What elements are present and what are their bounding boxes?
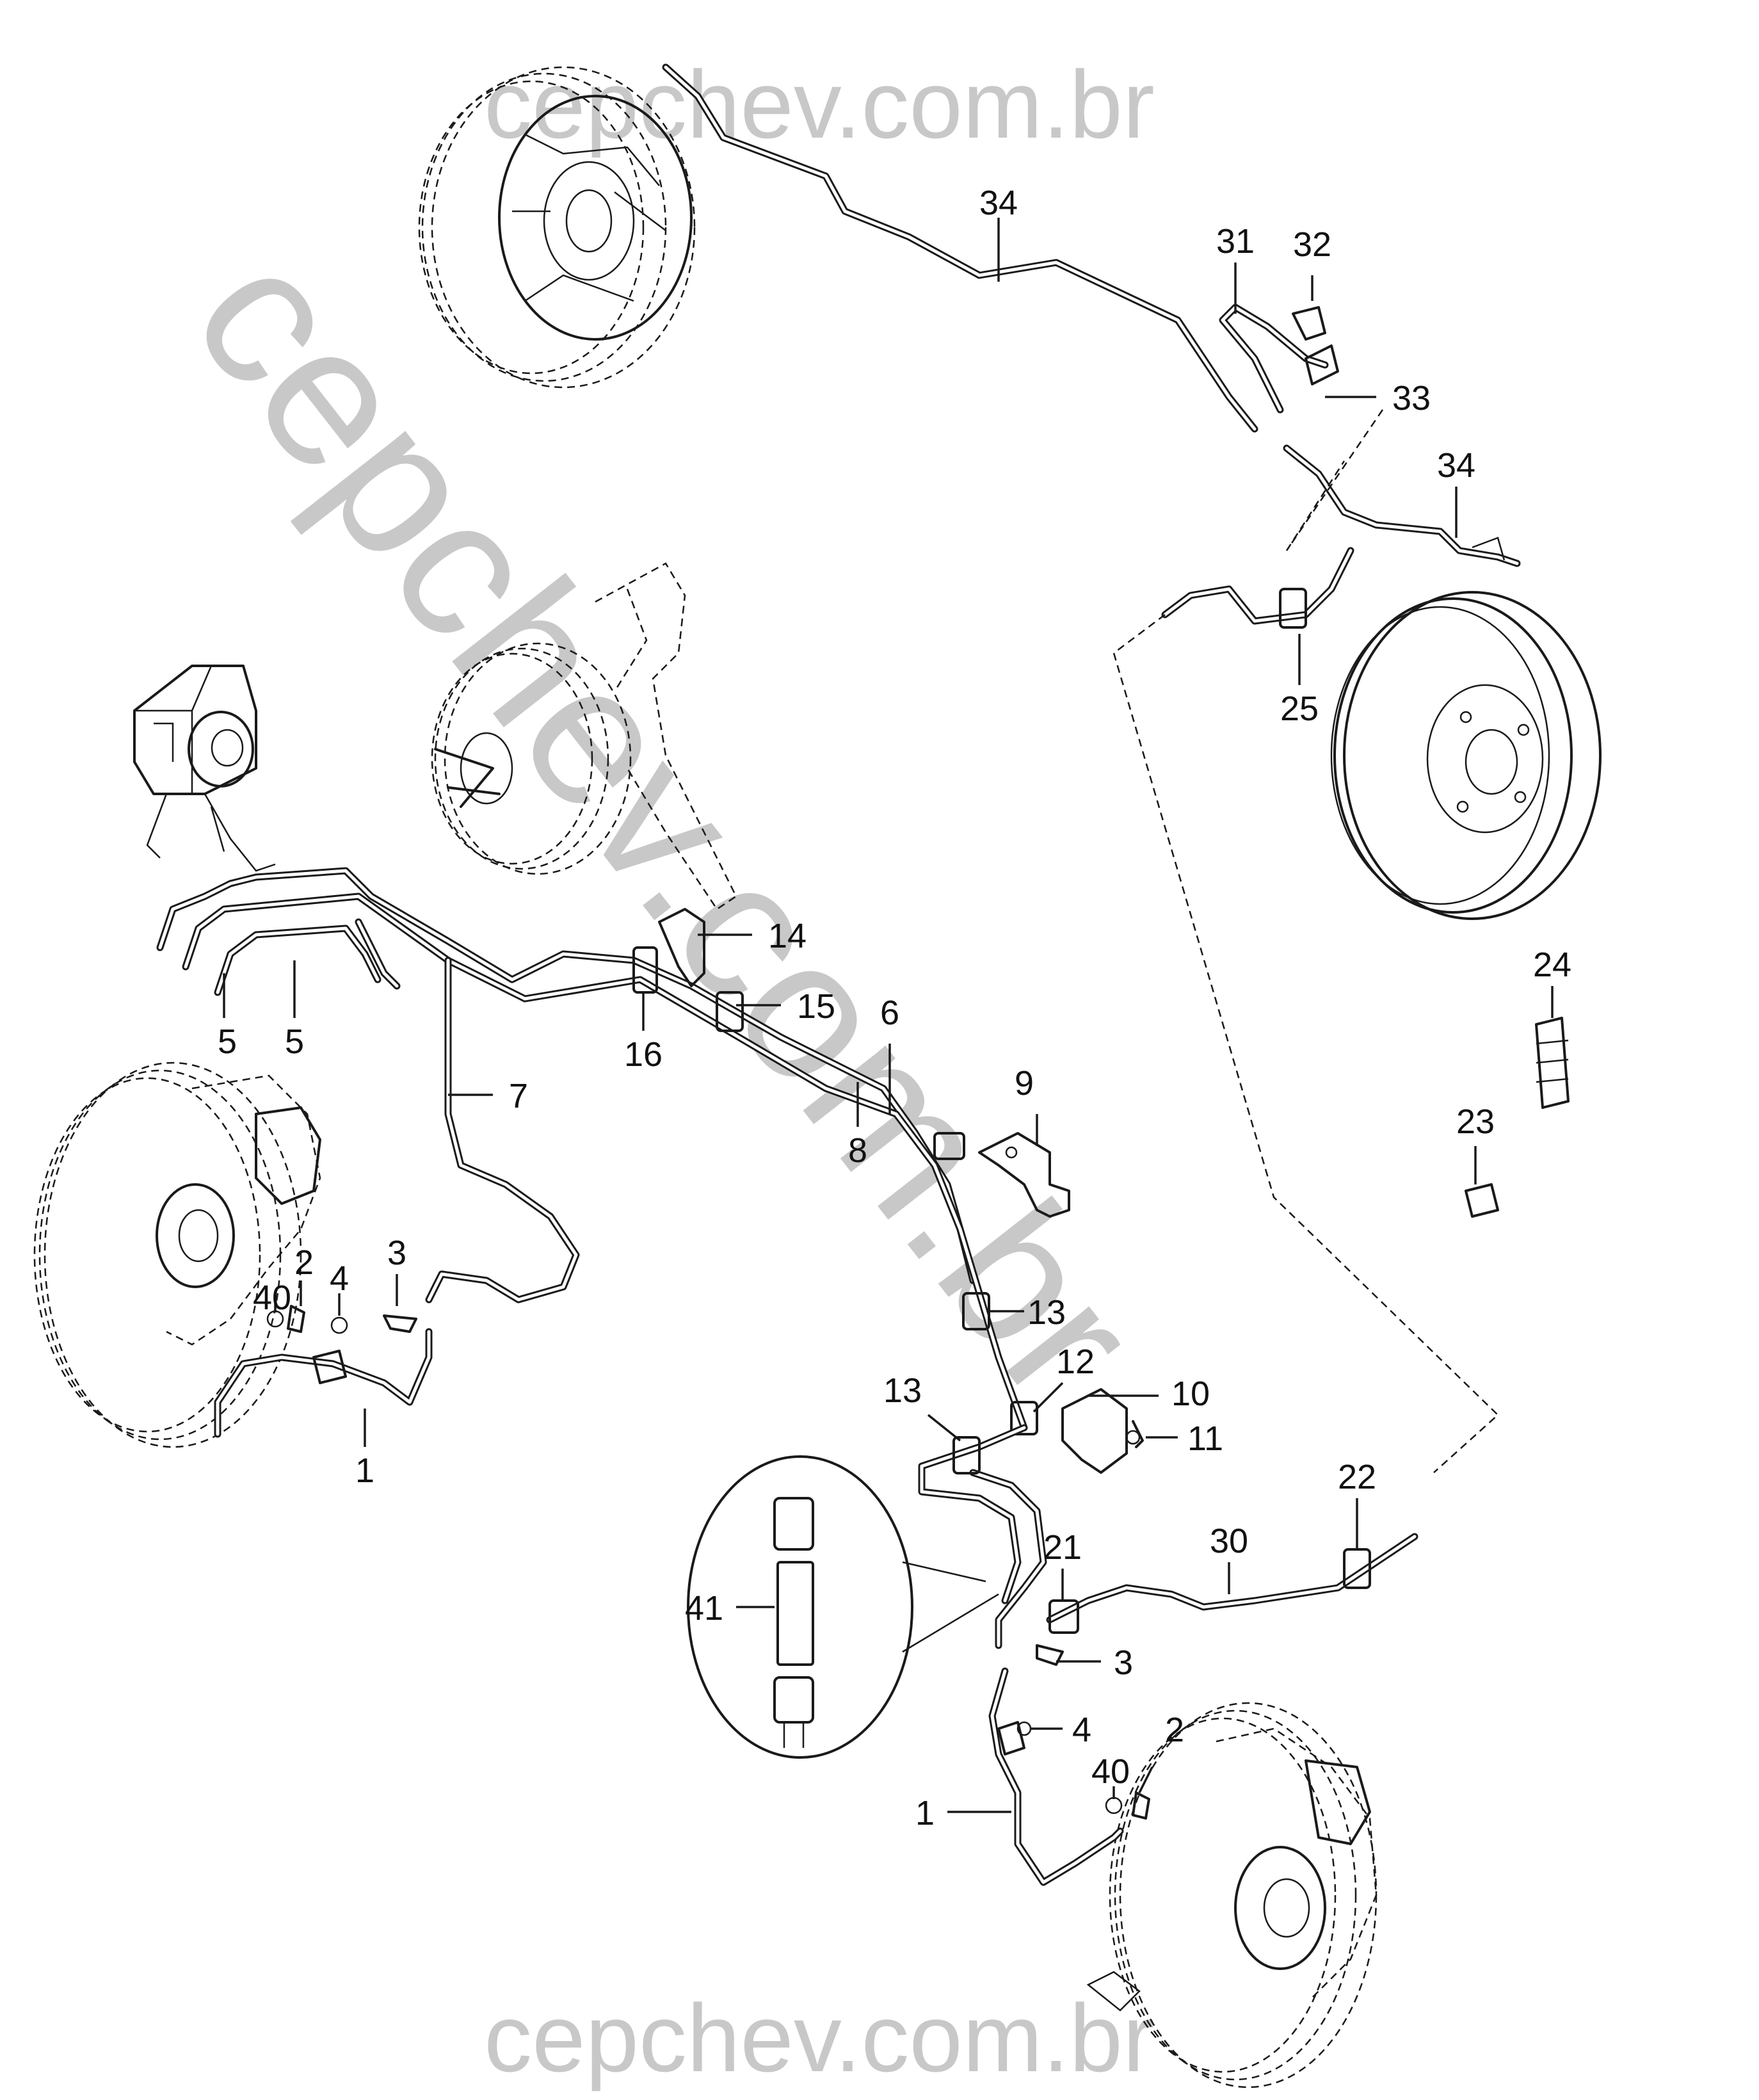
callout-34-lower: 34 xyxy=(1437,446,1475,485)
callout-24: 24 xyxy=(1533,946,1571,984)
callout-10: 10 xyxy=(1171,1375,1210,1413)
callout-41: 41 xyxy=(685,1589,723,1628)
callout-14: 14 xyxy=(768,917,807,955)
front-left-flex-hose-1 xyxy=(214,1305,433,1438)
callout-2-left: 2 xyxy=(294,1243,314,1282)
bracket-10 xyxy=(1061,1388,1144,1474)
callout-13-lower: 13 xyxy=(883,1371,922,1410)
callout-23: 23 xyxy=(1456,1102,1495,1141)
callout-30: 30 xyxy=(1210,1522,1248,1560)
rear-brake-drum-right xyxy=(1330,591,1602,920)
callout-21: 21 xyxy=(1043,1528,1082,1567)
callout-5-left: 5 xyxy=(218,1022,237,1061)
callout-3-right: 3 xyxy=(1114,1644,1133,1682)
rear-dashed-link xyxy=(1285,409,1384,551)
front-right-supply-lines xyxy=(918,1424,1418,1649)
rear-brake-pipe-34-upper xyxy=(662,63,1258,433)
brake-pipe-clip-25 xyxy=(1161,547,1354,629)
callout-40-left: 40 xyxy=(253,1279,291,1317)
rear-brake-drum-left xyxy=(418,66,696,389)
callout-25: 25 xyxy=(1280,690,1319,728)
main-brake-line-bundle xyxy=(156,867,1028,1432)
callout-7: 7 xyxy=(509,1077,528,1115)
callout-1-right: 1 xyxy=(915,1794,935,1832)
callout-8: 8 xyxy=(848,1131,867,1170)
watermark-top: cepchev.com.br xyxy=(484,51,1155,158)
clips-14-15-16 xyxy=(632,908,744,1032)
callout-12: 12 xyxy=(1056,1343,1095,1381)
callout-16: 16 xyxy=(624,1035,663,1074)
detail-inset-41 xyxy=(687,1455,999,1759)
junction-12 xyxy=(1010,1401,1038,1435)
bracket-9 xyxy=(978,1132,1070,1218)
callout-6: 6 xyxy=(880,994,899,1032)
brake-booster-pedal xyxy=(431,562,737,910)
callout-5-right: 5 xyxy=(285,1022,304,1061)
callout-labels: 34 31 32 33 34 25 14 15 6 16 5 5 7 8 9 2… xyxy=(218,184,1571,1832)
callout-4-left: 4 xyxy=(330,1259,349,1298)
callout-40-right: 40 xyxy=(1091,1752,1130,1791)
abs-module xyxy=(133,665,276,872)
callout-2-right: 2 xyxy=(1165,1711,1184,1749)
watermark-bottom: cepchev.com.br xyxy=(484,1984,1155,2092)
callout-22: 22 xyxy=(1338,1458,1376,1496)
callout-4-right: 4 xyxy=(1072,1711,1091,1749)
front-brake-left xyxy=(33,1062,321,1448)
callout-9: 9 xyxy=(1015,1064,1034,1102)
rear-brake-pipe-34-lower xyxy=(1283,444,1521,567)
front-right-flex-hose-1 xyxy=(988,1644,1150,1886)
leader-lines xyxy=(223,218,1554,1813)
callout-3-left: 3 xyxy=(387,1234,406,1272)
callout-1-left: 1 xyxy=(355,1451,374,1490)
dashed-route-line xyxy=(1112,614,1499,1473)
callout-15: 15 xyxy=(797,987,835,1026)
callout-32: 32 xyxy=(1293,225,1331,264)
clip-near-9 xyxy=(933,1132,965,1160)
callout-13-upper: 13 xyxy=(1027,1293,1066,1332)
callout-34-upper: 34 xyxy=(979,184,1018,222)
clip-24 xyxy=(1535,1017,1570,1109)
front-brake-right xyxy=(1086,1702,1377,2088)
callout-11: 11 xyxy=(1187,1419,1223,1458)
rear-flex-hose-31 xyxy=(1219,303,1339,414)
callout-31: 31 xyxy=(1216,222,1255,261)
callout-33: 33 xyxy=(1392,379,1431,417)
clip-23 xyxy=(1465,1183,1499,1218)
